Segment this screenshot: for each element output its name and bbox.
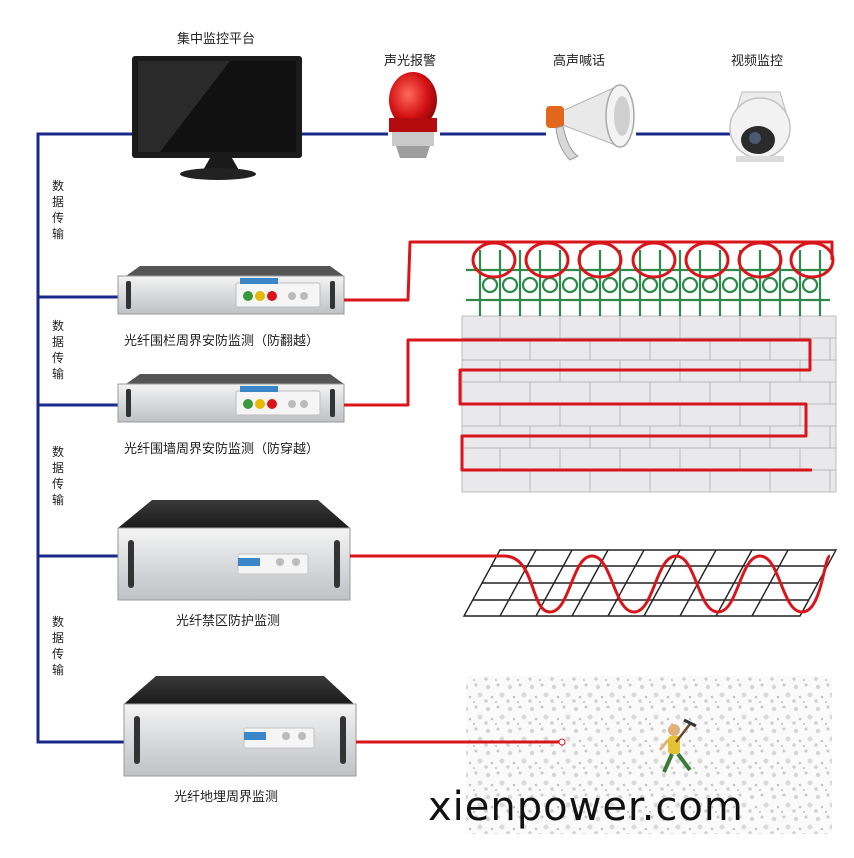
data-bus-lines [36, 132, 730, 744]
rack-device-2 [117, 374, 345, 423]
alarm-label: 声光报警 [384, 54, 437, 69]
transfer-label-2: 数据传输 [51, 319, 64, 381]
device1-label: 光纤围栏周界安防监测（防翻越） [124, 334, 320, 349]
device3-label: 光纤禁区防护监测 [176, 614, 281, 629]
transfer-label-1: 数据传输 [51, 179, 64, 241]
rack-device-1 [117, 266, 345, 315]
megaphone-icon [546, 84, 635, 161]
fence-alarm-circles [471, 241, 835, 279]
transfer-label-4: 数据传输 [51, 615, 64, 677]
fiber-end-marker [558, 738, 566, 746]
ground-mesh [462, 549, 838, 617]
fiber-optic-lines [344, 240, 834, 744]
rack-device-3 [117, 500, 351, 601]
green-fence [466, 250, 830, 316]
alarm-light-icon [389, 72, 437, 158]
transfer-label-3: 数据传输 [51, 445, 64, 507]
site-watermark: xienpower.com [428, 784, 744, 830]
monitor-label: 集中监控平台 [177, 32, 256, 47]
monitor-icon [132, 56, 302, 180]
speaker-label: 高声喊话 [553, 54, 606, 69]
gravel-ground [466, 676, 832, 834]
rack-device-4 [123, 676, 357, 777]
intruder-icon [658, 718, 697, 773]
device4-label: 光纤地埋周界监测 [174, 790, 279, 805]
camera-label: 视频监控 [731, 54, 784, 69]
device2-label: 光纤围墙周界安防监测（防穿越） [124, 442, 320, 457]
dome-camera-icon [729, 91, 791, 162]
